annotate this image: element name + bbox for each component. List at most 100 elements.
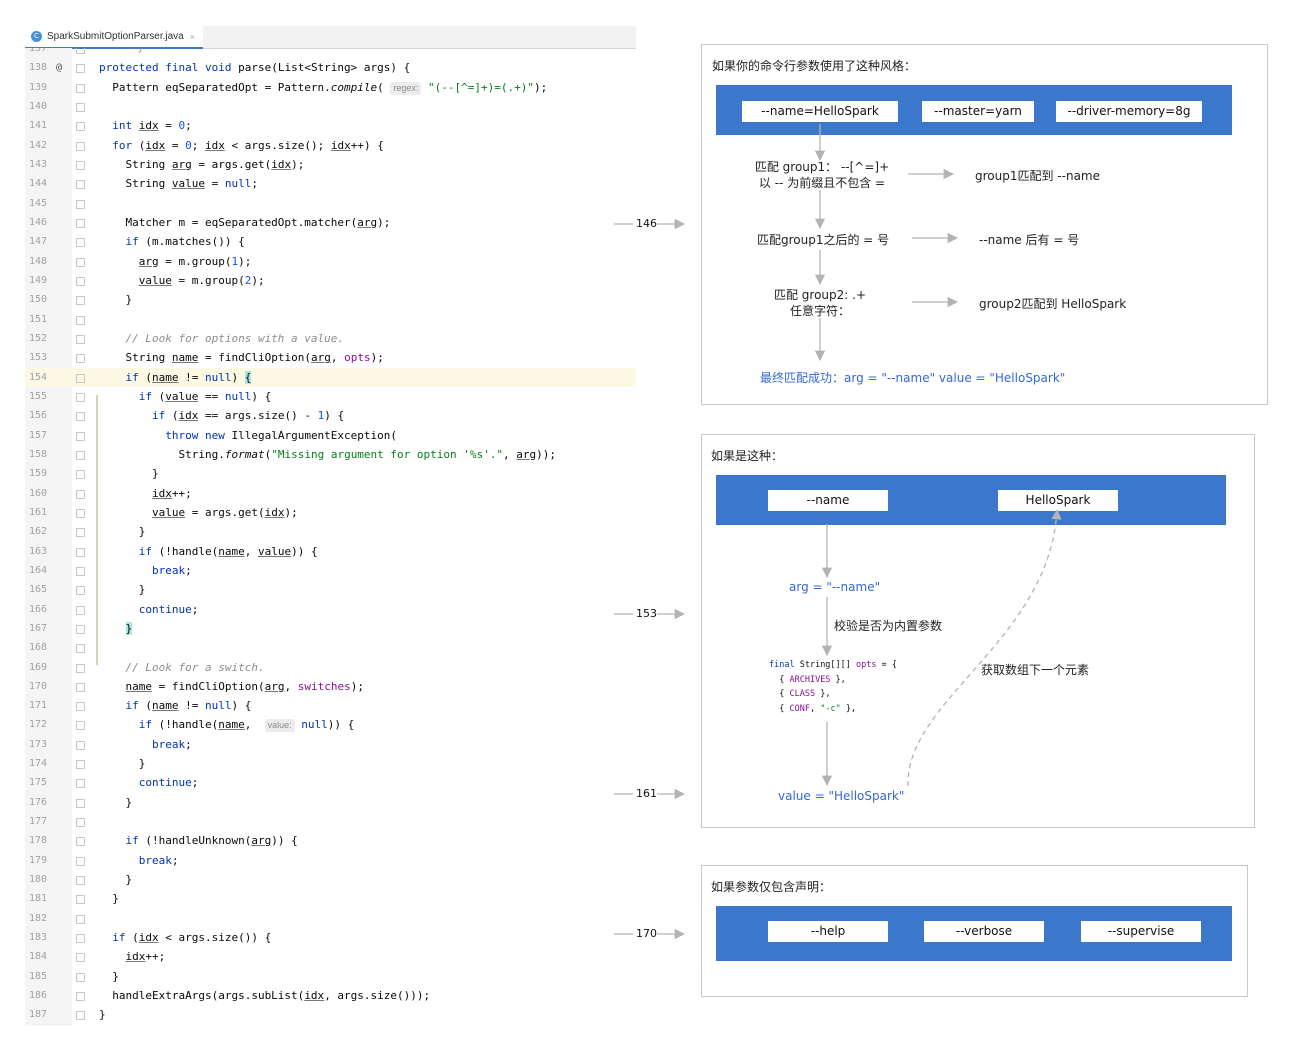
fold-marker-icon[interactable]: [76, 953, 85, 963]
code-line[interactable]: 137 */: [25, 48, 636, 58]
fold-marker-icon[interactable]: [76, 160, 85, 170]
code-line[interactable]: 171 if (name != null) {: [25, 696, 636, 715]
code-line[interactable]: 141 int idx = 0;: [25, 116, 636, 135]
code-line[interactable]: 173 break;: [25, 735, 636, 754]
fold-marker-icon[interactable]: [76, 818, 85, 828]
code-line[interactable]: 158 String.format("Missing argument for …: [25, 445, 636, 464]
fold-marker-icon[interactable]: [76, 238, 85, 248]
fold-marker-icon[interactable]: [76, 837, 85, 847]
fold-marker-icon[interactable]: [76, 586, 85, 596]
code-line[interactable]: 170 name = findCliOption(arg, switches);: [25, 677, 636, 696]
code-line[interactable]: 179 break;: [25, 851, 636, 870]
code-line[interactable]: 153 String name = findCliOption(arg, opt…: [25, 348, 636, 367]
fold-marker-icon[interactable]: [76, 489, 85, 499]
fold-marker-icon[interactable]: [76, 721, 85, 731]
code-line[interactable]: 167 }: [25, 619, 636, 638]
code-line[interactable]: 164 break;: [25, 561, 636, 580]
code-line[interactable]: 145: [25, 194, 636, 213]
code-line[interactable]: 150 }: [25, 290, 636, 309]
override-marker-icon[interactable]: @: [56, 62, 63, 74]
code-line[interactable]: 148 arg = m.group(1);: [25, 252, 636, 271]
code-line[interactable]: 149 value = m.group(2);: [25, 271, 636, 290]
code-line[interactable]: 143 String arg = args.get(idx);: [25, 155, 636, 174]
code-line[interactable]: 168: [25, 638, 636, 657]
code-line[interactable]: 146 Matcher m = eqSeparatedOpt.matcher(a…: [25, 213, 636, 232]
fold-marker-icon[interactable]: [76, 257, 85, 267]
code-line[interactable]: 140: [25, 97, 636, 116]
fold-marker-icon[interactable]: [76, 992, 85, 1002]
fold-marker-icon[interactable]: [76, 180, 85, 190]
code-line[interactable]: 174 }: [25, 754, 636, 773]
fold-marker-icon[interactable]: [76, 334, 85, 344]
fold-marker-icon[interactable]: [76, 779, 85, 789]
close-icon[interactable]: ×: [189, 31, 195, 42]
code-line[interactable]: 155 if (value == null) {: [25, 387, 636, 406]
fold-marker-icon[interactable]: [76, 856, 85, 866]
code-line[interactable]: 159 }: [25, 464, 636, 483]
fold-marker-icon[interactable]: [76, 663, 85, 673]
fold-marker-icon[interactable]: [76, 702, 85, 712]
code-line[interactable]: 139 Pattern eqSeparatedOpt = Pattern.com…: [25, 78, 636, 97]
fold-marker-icon[interactable]: [76, 315, 85, 325]
fold-marker-icon[interactable]: [76, 122, 85, 132]
fold-marker-icon[interactable]: [76, 760, 85, 770]
fold-marker-icon[interactable]: [76, 199, 85, 209]
fold-marker-icon[interactable]: [76, 624, 85, 634]
code-line[interactable]: 175 continue;: [25, 773, 636, 792]
code-line[interactable]: 160 idx++;: [25, 484, 636, 503]
fold-marker-icon[interactable]: [76, 566, 85, 576]
code-line[interactable]: 187}: [25, 1005, 636, 1024]
fold-marker-icon[interactable]: [76, 141, 85, 151]
code-line[interactable]: 161 value = args.get(idx);: [25, 503, 636, 522]
code-line[interactable]: 152 // Look for options with a value.: [25, 329, 636, 348]
fold-marker-icon[interactable]: [76, 508, 85, 518]
code-line[interactable]: 138@protected final void parse(List<Stri…: [25, 58, 636, 77]
fold-marker-icon[interactable]: [76, 895, 85, 905]
fold-marker-icon[interactable]: [76, 528, 85, 538]
code-line[interactable]: 166 continue;: [25, 600, 636, 619]
fold-marker-icon[interactable]: [76, 1011, 85, 1021]
fold-marker-icon[interactable]: [76, 412, 85, 422]
fold-marker-icon[interactable]: [76, 605, 85, 615]
fold-marker-icon[interactable]: [76, 102, 85, 112]
fold-marker-icon[interactable]: [76, 972, 85, 982]
code-line[interactable]: 156 if (idx == args.size() - 1) {: [25, 406, 636, 425]
code-line[interactable]: 172 if (!handle(name, value: null)) {: [25, 715, 636, 734]
fold-marker-icon[interactable]: [76, 392, 85, 402]
fold-marker-icon[interactable]: [76, 276, 85, 286]
code-line[interactable]: 178 if (!handleUnknown(arg)) {: [25, 831, 636, 850]
code-line[interactable]: 186 handleExtraArgs(args.subList(idx, ar…: [25, 986, 636, 1005]
code-line[interactable]: 157 throw new IllegalArgumentException(: [25, 426, 636, 445]
fold-marker-icon[interactable]: [76, 470, 85, 480]
code-line[interactable]: 163 if (!handle(name, value)) {: [25, 542, 636, 561]
fold-marker-icon[interactable]: [76, 296, 85, 306]
code-line[interactable]: 180 }: [25, 870, 636, 889]
tab-sparksubmitoptionparser[interactable]: C SparkSubmitOptionParser.java ×: [25, 26, 203, 49]
fold-marker-icon[interactable]: [76, 547, 85, 557]
code-line[interactable]: 144 String value = null;: [25, 174, 636, 193]
fold-marker-icon[interactable]: [76, 373, 85, 383]
code-line[interactable]: 185 }: [25, 967, 636, 986]
fold-marker-icon[interactable]: [76, 914, 85, 924]
code-line[interactable]: 165 }: [25, 580, 636, 599]
code-line[interactable]: 169 // Look for a switch.: [25, 658, 636, 677]
fold-marker-icon[interactable]: [76, 64, 85, 74]
code-line[interactable]: 177: [25, 812, 636, 831]
code-line[interactable]: 183 if (idx < args.size()) {: [25, 928, 636, 947]
fold-marker-icon[interactable]: [76, 450, 85, 460]
code-line[interactable]: 142 for (idx = 0; idx < args.size(); idx…: [25, 136, 636, 155]
code-line[interactable]: 147 if (m.matches()) {: [25, 232, 636, 251]
code-line[interactable]: 181 }: [25, 889, 636, 908]
code-line[interactable]: 184 idx++;: [25, 947, 636, 966]
fold-marker-icon[interactable]: [76, 682, 85, 692]
code-line[interactable]: 176 }: [25, 793, 636, 812]
code-area[interactable]: 137 */138@protected final void parse(Lis…: [25, 48, 636, 1026]
fold-marker-icon[interactable]: [76, 48, 85, 54]
fold-marker-icon[interactable]: [76, 218, 85, 228]
fold-marker-icon[interactable]: [76, 431, 85, 441]
code-line[interactable]: 154 if (name != null) {: [25, 367, 636, 387]
fold-marker-icon[interactable]: [76, 83, 85, 93]
fold-marker-icon[interactable]: [76, 354, 85, 364]
fold-marker-icon[interactable]: [76, 644, 85, 654]
fold-marker-icon[interactable]: [76, 934, 85, 944]
